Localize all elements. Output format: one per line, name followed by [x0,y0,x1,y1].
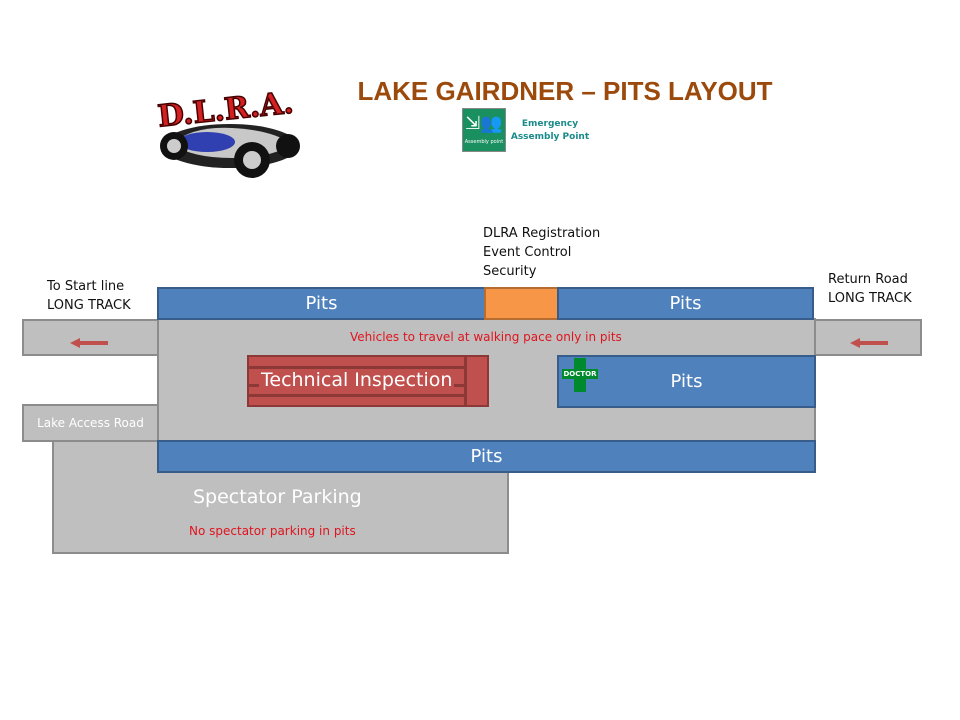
reg-line: DLRA Registration [483,226,601,241]
start-line-2: LONG TRACK [47,298,131,313]
reg-line: Event Control [483,245,572,260]
pits-top-right: Pits [557,287,814,320]
start-line-1: To Start line [47,279,125,294]
arrow-left-icon [850,333,890,348]
lake-access-road: Lake Access Road [22,404,159,442]
return-road-label: Return Road LONG TRACK [828,270,912,308]
arrow-left-icon [70,333,110,348]
dlra-logo: D.L.R.A. [155,85,300,178]
svg-text:D.L.R.A.: D.L.R.A. [156,86,295,135]
assembly-label-2: Assembly Point [510,132,590,142]
pits-bottom: Pits [157,440,816,473]
start-line-label: To Start line LONG TRACK [47,277,131,315]
registration-label: DLRA Registration Event Control Security [483,224,600,281]
registration-area [484,287,559,320]
lake-access-label: Lake Access Road [37,416,144,430]
pits-middle: Pits [557,355,816,408]
return-road-2: LONG TRACK [828,291,912,306]
assembly-people-icon: ⇲👥 [465,113,503,134]
spectator-parking-label: Spectator Parking [193,486,362,508]
walking-pace-notice: Vehicles to travel at walking pace only … [350,330,622,344]
right-road [814,319,922,356]
pits-top-left: Pits [157,287,486,320]
assembly-point-sign: ⇲👥 Assembly point [462,108,506,152]
reg-line: Security [483,264,537,279]
page-title: LAKE GAIRDNER – PITS LAYOUT [357,76,773,106]
doctor-label: DOCTOR [562,369,598,379]
no-parking-notice: No spectator parking in pits [189,524,356,538]
return-road-1: Return Road [828,272,908,287]
assembly-label: Emergency Assembly Point [510,118,590,144]
assembly-sign-text: Assembly point [464,139,504,145]
technical-inspection-label: Technical Inspection [259,369,455,391]
technical-inspection: Technical Inspection [247,355,489,407]
left-road [22,319,159,356]
assembly-label-1: Emergency [521,119,579,129]
doctor-cross-icon: DOCTOR [562,358,598,392]
